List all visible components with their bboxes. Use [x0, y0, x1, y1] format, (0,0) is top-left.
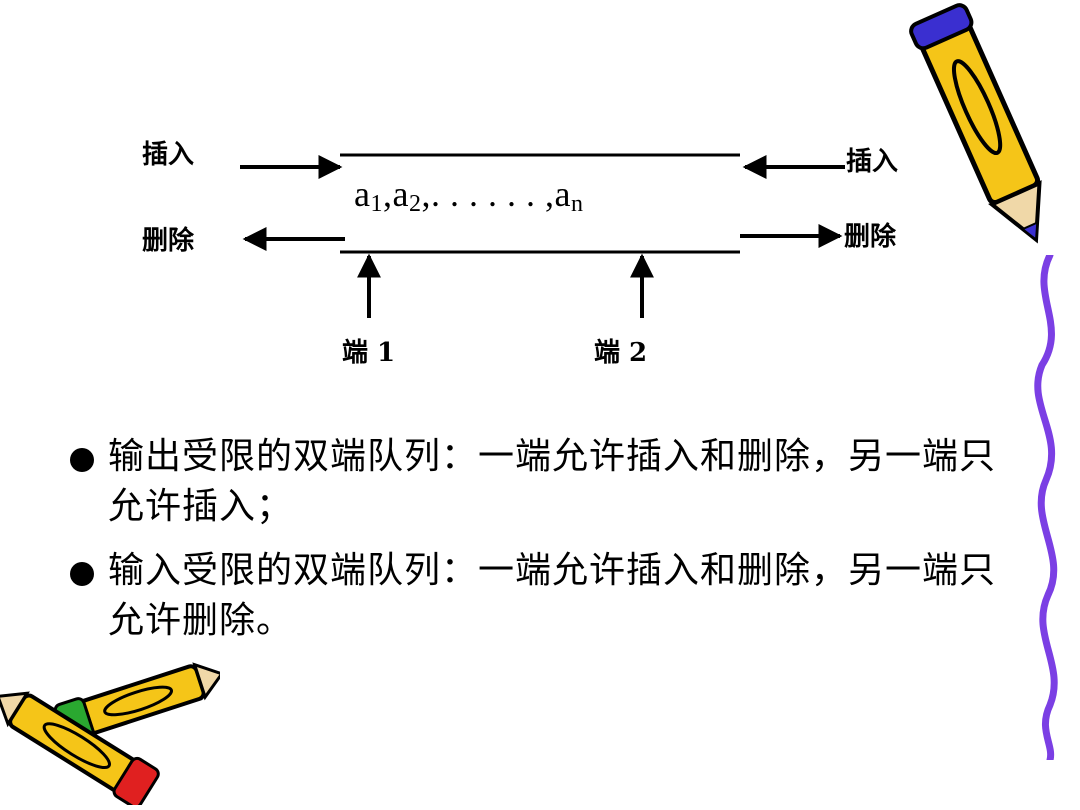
right-insert-label: 插入 — [846, 147, 899, 177]
right-delete-label: 删除 — [844, 222, 897, 252]
seq-sep-1: , — [382, 174, 393, 214]
seq-sep-2: ,. . . . . . , — [421, 174, 555, 214]
left-delete-label: 删除 — [142, 226, 195, 256]
seq-sub-1: 1 — [370, 191, 383, 217]
pencils-clipart-icon — [0, 662, 220, 805]
seq-sub-n: n — [570, 191, 584, 217]
seq-sub-2: 2 — [408, 191, 422, 217]
left-insert-label: 插入 — [142, 140, 195, 170]
pencil-clipart-icon — [909, 3, 1042, 244]
end2-label: 端 2 — [594, 338, 648, 368]
sequence-elements: a1,a2,. . . . . . ,an — [354, 172, 583, 226]
bullet-dot-icon — [70, 562, 94, 586]
bullet-dot-icon — [70, 448, 94, 472]
seq-a2: a — [392, 174, 409, 214]
seq-a1: a — [354, 174, 371, 214]
end1-label: 端 1 — [342, 338, 396, 368]
bullet-text: 输出受限的双端队列：一端允许插入和删除，另一端只允许插入； — [108, 436, 997, 527]
seq-an: a — [554, 174, 571, 214]
squiggle-border-icon — [1034, 255, 1058, 760]
bullet-text: 输入受限的双端队列：一端允许插入和删除，另一端只允许删除。 — [108, 550, 997, 641]
